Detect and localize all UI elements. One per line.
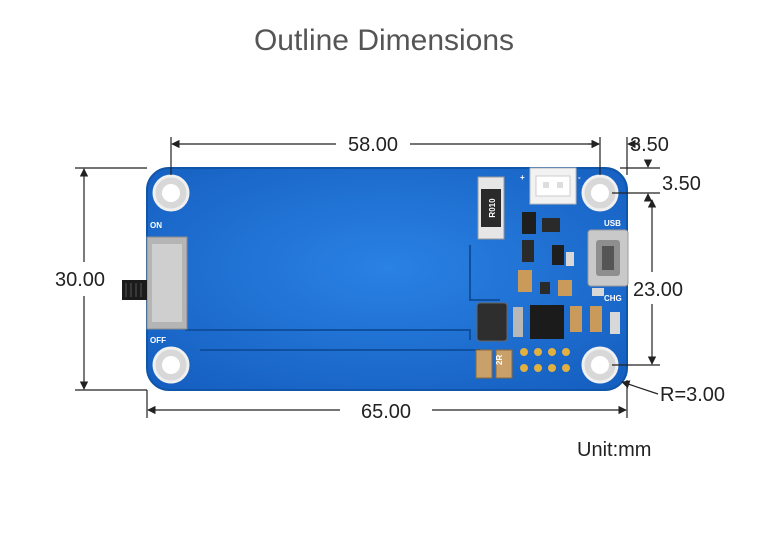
corner-radius-callout (621, 380, 659, 395)
dimension-23-label: 23.00 (633, 279, 683, 301)
micro-usb-port (587, 229, 629, 287)
corner-radius-label: R=3.00 (660, 384, 725, 406)
dimension-65-label: 65.00 (361, 401, 411, 423)
components (475, 212, 620, 379)
silk-on-label: ON (150, 221, 162, 230)
dimension-3-50-vertical (612, 159, 660, 202)
inductor-label: 2R (495, 355, 504, 365)
dimension-3-50-vertical-label: 3.50 (662, 173, 701, 195)
silk-plus-label: + (520, 173, 525, 182)
dimension-3-50-horizontal (588, 137, 640, 175)
resistor-r010 (477, 176, 505, 240)
inductor (476, 302, 508, 342)
diagram-title: Outline Dimensions (253, 24, 515, 57)
resistor-label: R010 (488, 198, 497, 218)
pmic-chip (530, 305, 564, 339)
mounting-holes (152, 174, 619, 384)
silk-off-label: OFF (150, 336, 166, 345)
pcb-trace (185, 329, 471, 340)
pcb-trace (469, 245, 500, 301)
silk-chg-label: CHG (604, 294, 622, 303)
dimension-30 (75, 167, 147, 391)
battery-connector (529, 167, 577, 205)
unit-label: Unit:mm (577, 439, 651, 461)
dimension-58-label: 58.00 (348, 134, 398, 156)
silk-minus-label: - (578, 173, 581, 182)
dimension-30-label: 30.00 (55, 269, 105, 291)
dimension-58 (170, 137, 601, 175)
slide-switch (122, 236, 188, 330)
dimension-23 (612, 199, 660, 366)
dimension-3-50-horizontal-label: 3.50 (630, 134, 669, 156)
silk-usb-label: USB (604, 219, 621, 228)
